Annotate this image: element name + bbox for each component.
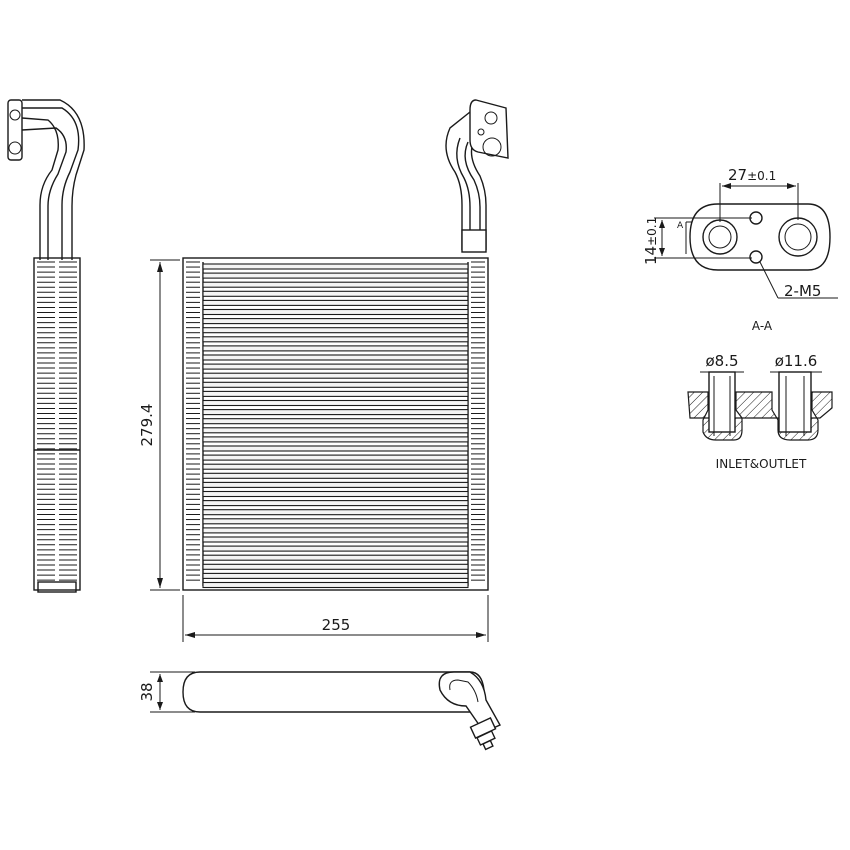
core-tube (202, 472, 469, 479)
depth-dimension: 38 (138, 682, 156, 701)
core-tube (202, 500, 469, 507)
core-tube (202, 354, 469, 361)
width-dimension: 255 (322, 616, 351, 634)
outlet-diameter: ø11.6 (775, 352, 818, 370)
inlet-outlet-section (687, 371, 833, 441)
core-tube (202, 336, 469, 343)
core-tube (202, 490, 469, 498)
core-tube (202, 281, 469, 288)
core-tube (202, 418, 469, 425)
core-tube (202, 409, 469, 416)
port-spacing-dimension: 27±0.1 (728, 166, 776, 184)
core-tube (202, 481, 469, 488)
core-tube (202, 581, 469, 589)
core-tube (202, 427, 469, 434)
core-tube (202, 399, 469, 407)
core-tube (202, 372, 469, 379)
core-tube (202, 454, 469, 461)
core-tube (202, 527, 469, 534)
core-tube (202, 445, 469, 452)
front-side-fins (186, 261, 485, 581)
bottom-view (150, 671, 501, 751)
core-tube (202, 290, 469, 297)
section-title: A-A (752, 319, 773, 333)
core-tube (202, 436, 469, 443)
core-tube (202, 308, 469, 316)
core-tube (202, 545, 469, 552)
core-tube (202, 327, 469, 334)
core-tube (202, 381, 469, 388)
flange-detail (654, 183, 838, 299)
section-marker-left: A (677, 221, 684, 231)
core-tube (202, 318, 469, 325)
port-offset-dimension: 14±0.1 (642, 217, 660, 265)
inlet-diameter: ø8.5 (705, 352, 738, 370)
core-tube (202, 554, 469, 561)
side-view (7, 99, 85, 593)
core-tube (202, 345, 469, 352)
front-tubes (202, 263, 469, 589)
core-tube (202, 509, 469, 516)
core-tube (202, 272, 469, 279)
core-tube (202, 572, 469, 579)
core-tube (202, 536, 469, 543)
thread-spec: 2-M5 (784, 282, 821, 300)
core-tube (202, 299, 469, 306)
core-tube (202, 463, 469, 470)
core-tube (202, 390, 469, 397)
height-dimension: 279.4 (138, 404, 156, 447)
core-tube (202, 363, 469, 370)
inlet-outlet-label: INLET&OUTLET (716, 457, 807, 471)
front-view (150, 99, 509, 642)
side-fins (37, 261, 77, 581)
core-tube (202, 263, 469, 270)
core-tube (202, 518, 469, 525)
core-tube (202, 563, 469, 570)
